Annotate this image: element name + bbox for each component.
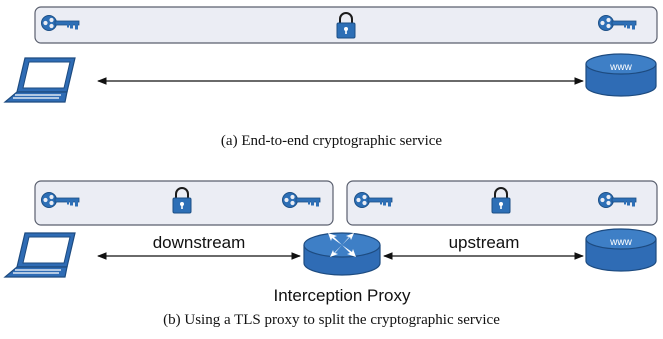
proxy-label: Interception Proxy: [273, 286, 411, 305]
laptop-icon: [4, 57, 76, 103]
web-server-icon: [585, 228, 657, 272]
upstream-label: upstream: [449, 233, 520, 252]
server-badge: www: [609, 62, 632, 73]
server-badge: www: [609, 237, 632, 248]
laptop-icon: [4, 232, 76, 278]
panel-a: www: [4, 6, 658, 103]
caption-b: (b) Using a TLS proxy to split the crypt…: [163, 312, 500, 328]
web-server-icon: [585, 53, 657, 97]
router-icon: [303, 232, 381, 276]
downstream-label: downstream: [153, 233, 246, 252]
panel-b: www downstream upstream Interception Pro…: [4, 180, 658, 305]
caption-a: (a) End-to-end cryptographic service: [220, 133, 443, 149]
